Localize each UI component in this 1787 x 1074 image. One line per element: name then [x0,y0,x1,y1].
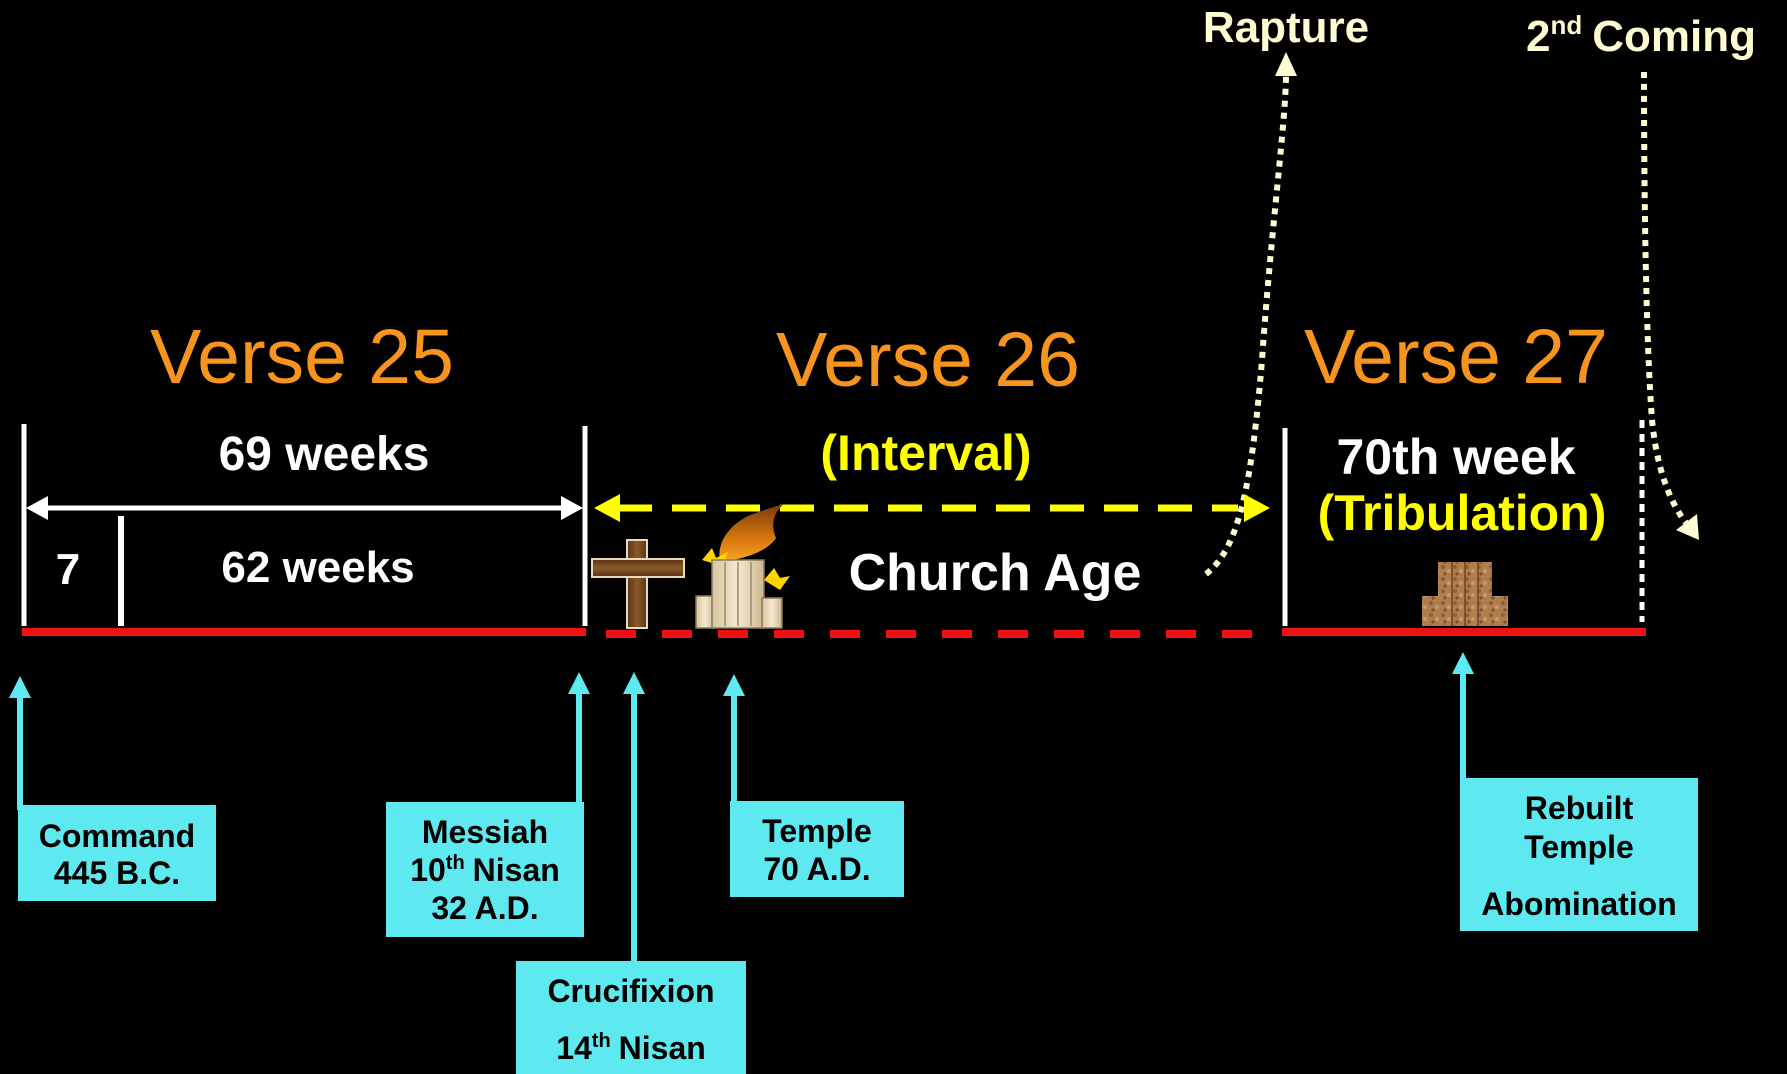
temple-box-line1: Temple [762,813,872,849]
rebuilt-temple-icon [1422,562,1508,626]
rebuilt-temple-box: Rebuilt Temple Abomination [1460,778,1698,931]
command-pointer [9,676,31,810]
week70-label: 70th week [1336,429,1575,485]
burning-temple-icon [695,504,790,629]
church-age-label: Church Age [849,544,1142,602]
verse-26-title: Verse 26 [776,317,1080,403]
weeks62-label: 62 weeks [221,543,414,592]
messiah-pointer [568,672,590,810]
verse-27-title: Verse 27 [1304,314,1608,400]
rebuilt-temple-box-line3: Abomination [1481,886,1677,922]
rebuilt-temple-box-line2: Temple [1524,829,1634,865]
cross-icon [591,539,685,629]
rebuilt-temple-pointer [1452,652,1474,782]
rebuilt-temple-box-line1: Rebuilt [1525,790,1634,826]
rapture-label: Rapture [1203,3,1369,52]
temple-box-line2: 70 A.D. [763,851,870,887]
weeks69-label: 69 weeks [219,428,430,481]
interval-arrow-left [594,494,620,522]
weeks69-arrow-left [26,496,48,520]
second-coming-arrow-head [1676,514,1699,540]
temple-box: Temple 70 A.D. [730,801,904,897]
command-box-line1: Command [39,818,195,854]
command-box: Command 445 B.C. [18,805,216,901]
verse-25-title: Verse 25 [150,314,454,400]
interval-arrow-right [1244,494,1270,522]
weeks69-arrow-right [561,496,583,520]
rapture-arrow-head [1275,52,1297,76]
weeks7-label: 7 [56,545,80,594]
temple-pointer [723,674,745,804]
crucifixion-pointer [623,672,645,964]
interval-label: (Interval) [820,425,1031,481]
command-box-line2: 445 B.C. [54,855,180,891]
messiah-box-line1: Messiah [422,814,548,850]
tribulation-label: (Tribulation) [1318,485,1607,541]
messiah-box-line3: 32 A.D. [431,890,538,926]
second-coming-arrow [1641,71,1693,530]
crucifixion-box-line1: Crucifixion [547,973,714,1009]
